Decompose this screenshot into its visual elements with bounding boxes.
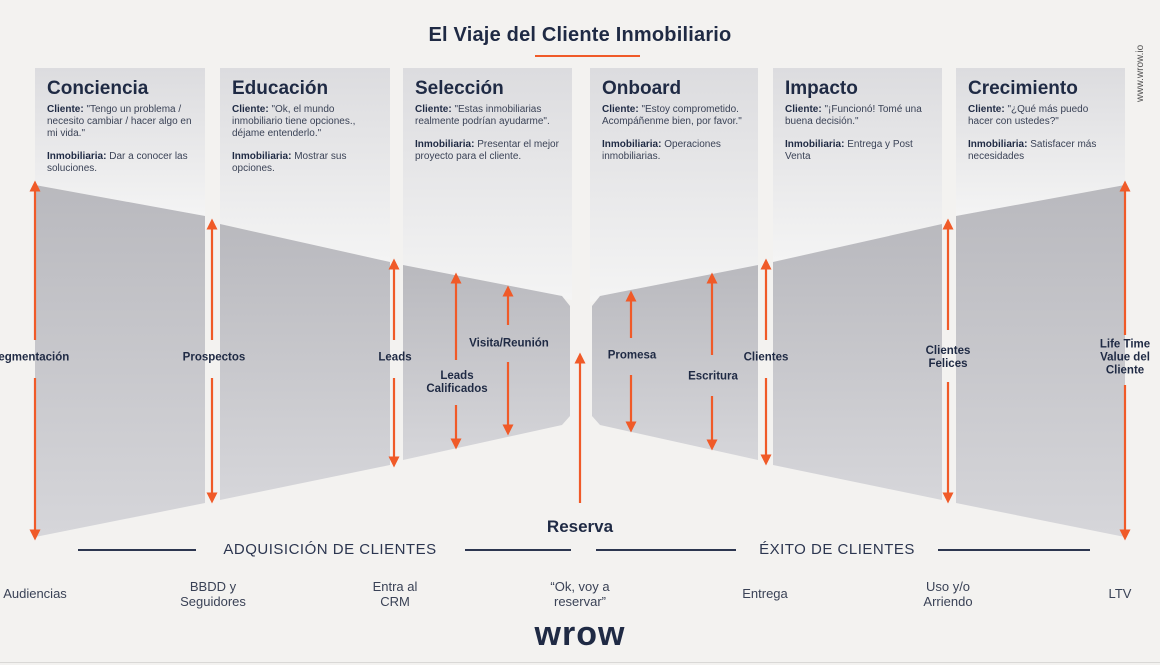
bottom-ltv: LTV	[1108, 586, 1132, 601]
label-segmentacion: Segmentación	[0, 351, 70, 364]
stage-title: Crecimiento	[968, 78, 1078, 99]
section-adquisicion: ADQUISICIÓN DE CLIENTES	[223, 541, 437, 558]
website-watermark: www.wrow.io	[1135, 45, 1146, 103]
bottom-audiencias: Audiencias	[3, 586, 67, 601]
page-title: El Viaje del Cliente Inmobiliario	[428, 24, 732, 46]
stage-cliente: Cliente: "Estoy comprometido. Acompáñenm…	[602, 104, 742, 127]
label-visita-reunion: Visita/Reunión	[469, 337, 549, 350]
stage-title: Conciencia	[47, 78, 149, 99]
stage-onboard: Onboard Cliente: "Estoy comprometido. Ac…	[602, 78, 742, 174]
section-exito: ÉXITO DE CLIENTES	[759, 541, 915, 558]
label-clientes: Clientes	[743, 351, 789, 364]
stage-cliente: Cliente: "¡Funcionó! Tomé una buena deci…	[785, 104, 922, 127]
footer-divider	[0, 662, 1160, 663]
funnel-educacion	[220, 224, 390, 500]
section-line-left-b	[465, 549, 571, 551]
stage-inmobiliaria: Inmobiliaria: Operaciones inmobiliarias.	[602, 139, 721, 162]
stage-cliente: Cliente: "¿Qué más puedo hacer con usted…	[968, 104, 1089, 127]
stage-inmobiliaria: Inmobiliaria: Presentar el mejor proyect…	[415, 139, 559, 162]
title-underline	[535, 55, 640, 57]
stage-title: Onboard	[602, 78, 682, 99]
panel-top-educacion	[220, 68, 390, 262]
panel-top-conciencia	[35, 68, 205, 216]
stage-inmobiliaria: Inmobiliaria: Satisfacer más necesidades	[968, 139, 1097, 162]
stage-title: Selección	[415, 78, 504, 99]
stage-title: Educación	[232, 78, 329, 99]
panel-top-seleccion	[403, 68, 572, 300]
panel-top-onboard	[590, 68, 758, 302]
stage-title: Impacto	[785, 78, 858, 99]
label-leads: Leads	[378, 351, 412, 364]
wrow-logo: wrow	[534, 615, 626, 653]
stage-educacion: Educación Cliente: "Ok, el mundo inmobil…	[232, 78, 377, 186]
stage-inmobiliaria: Inmobiliaria: Dar a conocer las solucion…	[47, 151, 188, 174]
panel-top-impacto	[773, 68, 942, 262]
stage-impacto: Impacto Cliente: "¡Funcionó! Tomé una bu…	[785, 78, 930, 174]
stage-seleccion: Selección Cliente: "Estas inmobiliarias …	[415, 78, 560, 174]
funnel-onboard	[592, 265, 758, 460]
bottom-entrega: Entrega	[742, 586, 788, 601]
stage-cliente: Cliente: "Tengo un problema / necesito c…	[47, 104, 192, 139]
label-prospectos: Prospectos	[182, 351, 246, 364]
funnel-seleccion	[403, 265, 570, 460]
label-escritura: Escritura	[688, 370, 738, 383]
stage-crecimiento: Crecimiento Cliente: "¿Qué más puedo hac…	[968, 78, 1113, 174]
funnel-arrows	[29, 180, 1131, 541]
section-line-right-b	[938, 549, 1090, 551]
panel-top-crecimiento	[956, 68, 1125, 216]
section-line-right-a	[596, 549, 736, 551]
stage-conciencia: Conciencia Cliente: "Tengo un problema /…	[47, 78, 197, 186]
header-panels	[35, 68, 1125, 302]
stage-cliente: Cliente: "Ok, el mundo inmobiliario tien…	[232, 104, 356, 139]
label-promesa: Promesa	[607, 349, 657, 362]
section-line-left-a	[78, 549, 196, 551]
funnel-impacto	[773, 224, 942, 500]
label-reserva: Reserva	[546, 517, 614, 536]
funnel-conciencia	[35, 185, 205, 537]
stage-inmobiliaria: Inmobiliaria: Mostrar sus opciones.	[232, 151, 347, 174]
funnel-panels	[35, 185, 1125, 537]
stage-inmobiliaria: Inmobiliaria: Entrega y Post Venta	[785, 139, 913, 162]
stage-cliente: Cliente: "Estas inmobiliarias realmente …	[415, 104, 550, 127]
funnel-crecimiento	[956, 185, 1125, 537]
